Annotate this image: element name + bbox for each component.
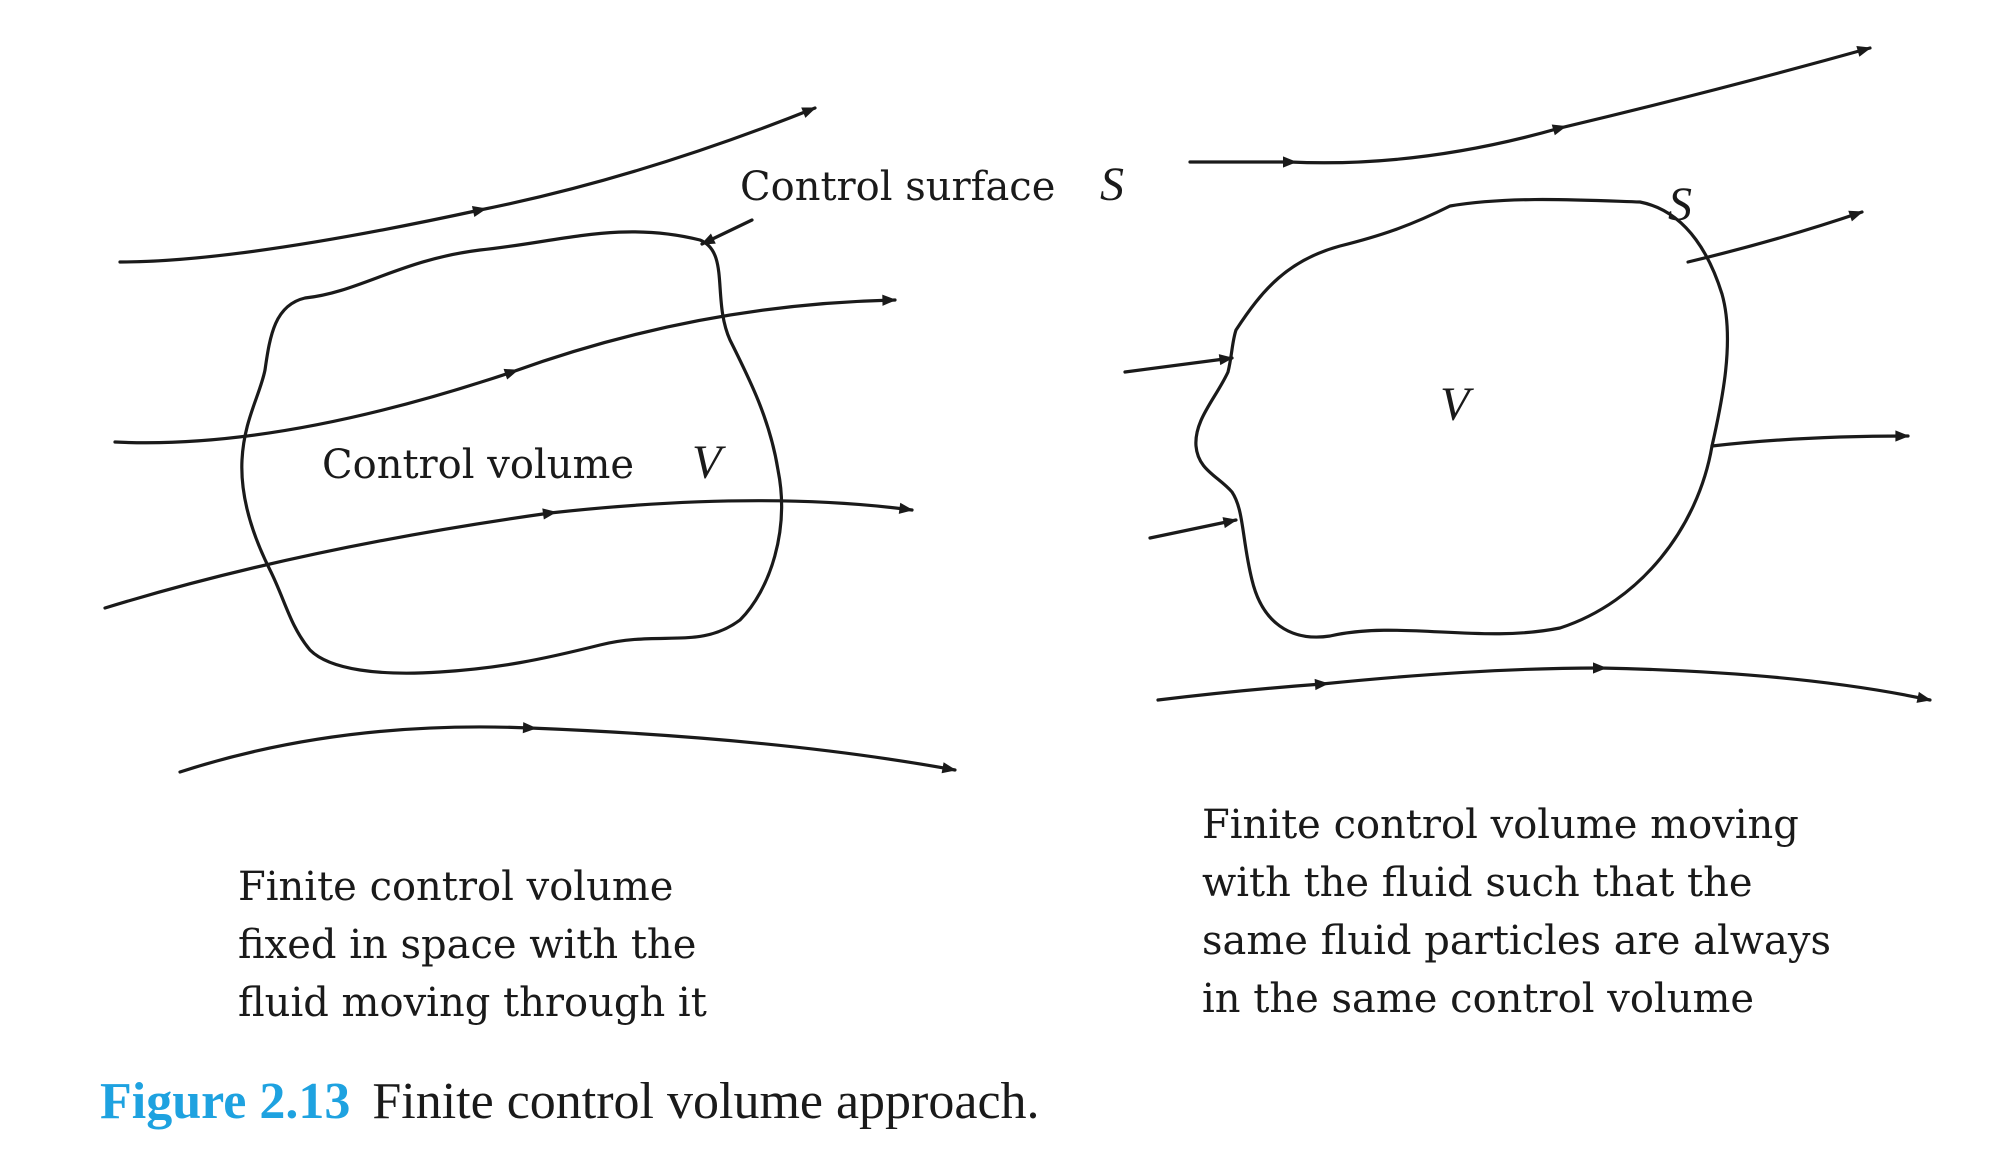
- moving-volume-symbol: V: [1440, 378, 1474, 431]
- left-panel-labels: Control surface S Control volume V: [322, 158, 1124, 489]
- left-panel-caption: Finite control volume fixed in space wit…: [238, 858, 707, 1032]
- streamline-2: [113, 368, 519, 445]
- outflow-arrow-upper: [1686, 210, 1864, 264]
- control-surface-boundary: [240, 230, 784, 675]
- figure-caption: Figure 2.13 Finite control volume approac…: [100, 1072, 1040, 1131]
- streamline-bottom-end: [1598, 666, 1932, 703]
- streamline-top-mid: [1288, 124, 1567, 165]
- caption-line: with the fluid such that the: [1202, 860, 1753, 906]
- streamline-2-end: [510, 294, 897, 374]
- caption-line: Finite control volume: [238, 864, 674, 910]
- inflow-arrow-lower: [1148, 517, 1238, 540]
- outflow-arrow-right: [1710, 430, 1910, 448]
- streamline-1: [118, 206, 487, 264]
- control-volume-symbol: V: [692, 436, 726, 489]
- streamline-3-end: [548, 499, 914, 515]
- caption-line: Finite control volume moving: [1202, 802, 1799, 848]
- moving-surface-symbol: S: [1668, 178, 1692, 231]
- streamline-bottom-mid: [1320, 662, 1607, 686]
- figure-number: Figure 2.13: [100, 1073, 351, 1130]
- streamline-3: [103, 508, 557, 610]
- caption-line: same fluid particles are always: [1202, 918, 1832, 964]
- streamline-bottom: [1156, 678, 1329, 702]
- right-panel-labels: S V: [1440, 178, 1692, 431]
- right-panel-caption: Finite control volume moving with the fl…: [1202, 796, 1831, 1028]
- control-surface-leader-arrow: [700, 218, 754, 246]
- left-panel: [103, 106, 957, 774]
- figure-caption-text: Finite control volume approach.: [372, 1073, 1040, 1130]
- moving-control-volume-boundary: [1194, 197, 1730, 639]
- control-surface-label: Control surface: [740, 164, 1055, 210]
- control-volume-label: Control volume: [322, 442, 634, 488]
- streamline-4: [178, 722, 537, 774]
- streamline-top-end: [1558, 46, 1872, 130]
- inflow-arrow-upper: [1123, 354, 1234, 374]
- streamline-1-end: [478, 106, 817, 212]
- caption-line: in the same control volume: [1202, 976, 1755, 1022]
- caption-line: fluid moving through it: [238, 980, 707, 1026]
- caption-line: fixed in space with the: [238, 922, 697, 968]
- control-surface-symbol: S: [1100, 158, 1124, 211]
- streamline-4-end: [528, 726, 957, 774]
- right-panel: [1123, 46, 1932, 703]
